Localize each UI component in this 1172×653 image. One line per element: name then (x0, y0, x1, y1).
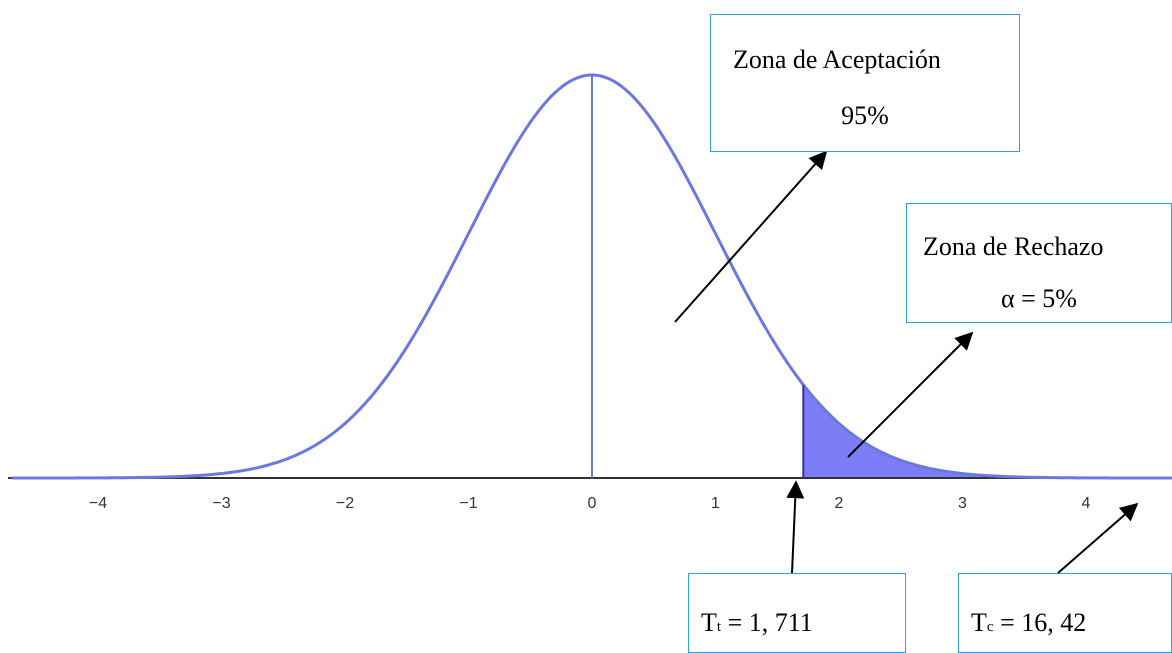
rejection-region-area (802, 382, 1172, 479)
t-calc-subscript: c (986, 619, 994, 635)
x-tick-label: −3 (212, 495, 230, 512)
x-tick-label: 1 (711, 495, 720, 512)
acceptance-zone-title: Zona de Aceptación (733, 45, 941, 74)
x-tick-label: −1 (459, 495, 477, 512)
rejection-zone-box: Zona de Rechazo α = 5% (906, 203, 1172, 323)
t-table-symbol: T (701, 608, 717, 637)
acceptance-arrow (674, 150, 828, 323)
x-tick-label: −4 (89, 495, 107, 512)
t-calc-symbol: T (971, 608, 987, 637)
annotation-arrows (674, 150, 1139, 574)
t-calc-arrow (1057, 502, 1139, 574)
t-table-label: Tt = 1, 711 (701, 608, 813, 638)
t-calc-label: Tc = 16, 42 (971, 608, 1086, 638)
x-tick-label: 0 (588, 495, 597, 512)
acceptance-zone-box: Zona de Aceptación 95% (710, 14, 1020, 152)
rejection-arrow (847, 331, 974, 458)
rejection-zone-title: Zona de Rechazo (923, 232, 1104, 261)
t-table-subscript: t (716, 619, 722, 635)
x-tick-label: 4 (1082, 495, 1091, 512)
t-table-arrow (786, 480, 805, 574)
rejection-zone-alpha: α = 5% (1001, 284, 1077, 313)
t-calc-box: Tc = 16, 42 (958, 573, 1172, 653)
t-table-box: Tt = 1, 711 (688, 573, 906, 653)
x-tick-label: 2 (835, 495, 844, 512)
t-table-value: = 1, 711 (727, 608, 813, 637)
acceptance-zone-percent: 95% (841, 101, 889, 130)
x-tick-labels: −4 −3 −2 −1 0 1 2 3 4 (89, 495, 1091, 512)
x-tick-label: 3 (958, 495, 967, 512)
x-tick-label: −2 (336, 495, 354, 512)
t-calc-value: = 16, 42 (1000, 608, 1087, 637)
